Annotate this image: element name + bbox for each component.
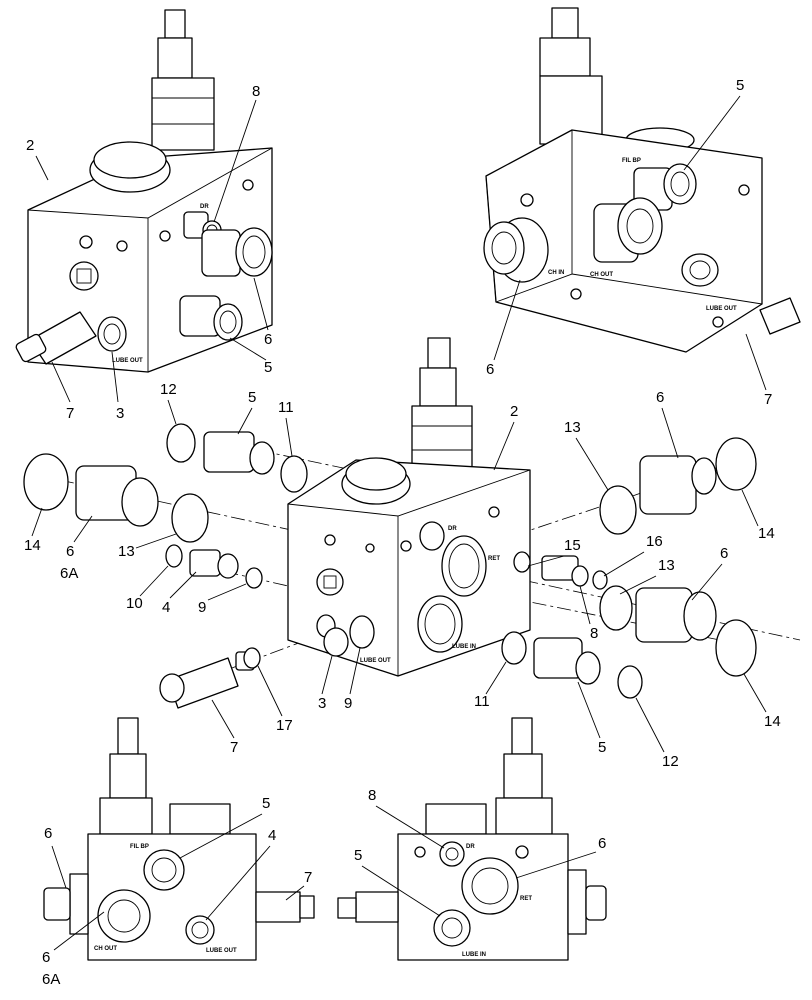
callout-7: 7 xyxy=(66,405,74,422)
callout-5-br: 5 xyxy=(354,847,362,864)
valve-block-top-left: DR LUBE OUT 8 2 6 5 7 3 xyxy=(15,9,273,422)
callout-6-tr: 6 xyxy=(486,361,494,378)
callout-4-bl: 4 xyxy=(268,827,276,844)
lube-out-stamp: LUBE OUT xyxy=(112,358,143,364)
callout-8-br: 8 xyxy=(368,787,376,804)
exploded-assembly: DR RET LUBE IN LUBE OUT xyxy=(23,337,801,770)
callout-6-mid-left: 6 xyxy=(66,543,74,560)
lube-out-stamp-bl: LUBE OUT xyxy=(206,948,237,954)
callout-2: 2 xyxy=(26,137,34,154)
ret-stamp-br: RET xyxy=(520,896,532,902)
valve-block-top-right: CH IN FIL BP CH OUT LUBE OUT 5 6 7 xyxy=(483,7,801,408)
callout-13-right-top: 13 xyxy=(564,419,581,436)
ch-out-stamp: CH OUT xyxy=(590,272,613,278)
callout-6-bl-top: 6 xyxy=(44,825,52,842)
callout-5-mid: 5 xyxy=(248,389,256,406)
lube-out-stamp-right: LUBE OUT xyxy=(706,306,737,312)
dr-stamp: DR xyxy=(200,204,209,210)
callout-2-mid: 2 xyxy=(510,403,518,420)
lube-in-stamp-br: LUBE IN xyxy=(462,952,486,958)
callout-10: 10 xyxy=(126,595,143,612)
fil-bp-stamp-bl: FIL BP xyxy=(130,844,149,850)
callout-9-mid: 9 xyxy=(344,695,352,712)
callout-5-mid-right: 5 xyxy=(598,739,606,756)
callout-6A-bl: 6A xyxy=(42,971,60,988)
callout-14-right-bottom: 14 xyxy=(764,713,781,730)
callout-6-br: 6 xyxy=(598,835,606,852)
callout-6-right-top: 6 xyxy=(656,389,664,406)
callout-5-tr: 5 xyxy=(736,77,744,94)
callout-3: 3 xyxy=(116,405,124,422)
lube-in-stamp: LUBE IN xyxy=(452,644,476,650)
callout-12-left: 12 xyxy=(160,381,177,398)
lube-out-stamp-mid: LUBE OUT xyxy=(360,658,391,664)
callout-6A-mid: 6A xyxy=(60,565,78,582)
callout-6-right-mid: 6 xyxy=(720,545,728,562)
callout-6: 6 xyxy=(264,331,272,348)
callout-8-mid: 8 xyxy=(590,625,598,642)
callout-14-right-top: 14 xyxy=(758,525,775,542)
valve-block-bottom-left: FIL BP CH OUT LUBE OUT 5 4 6 7 6 6A xyxy=(42,717,315,988)
callout-15: 15 xyxy=(564,537,581,554)
callout-3-mid: 3 xyxy=(318,695,326,712)
callout-13-left: 13 xyxy=(118,543,135,560)
callout-14-left: 14 xyxy=(24,537,41,554)
callout-9-left: 9 xyxy=(198,599,206,616)
dr-stamp-br: DR xyxy=(466,844,475,850)
ch-in-stamp: CH IN xyxy=(548,270,564,276)
valve-block-bottom-right: DR RET LUBE IN 8 5 6 xyxy=(337,717,607,961)
callout-8: 8 xyxy=(252,83,260,100)
callout-13-right-mid: 13 xyxy=(658,557,675,574)
callout-5-bl: 5 xyxy=(262,795,270,812)
callout-11-left: 11 xyxy=(278,399,294,416)
fil-bp-stamp: FIL BP xyxy=(622,158,641,164)
callout-12-right: 12 xyxy=(662,753,679,770)
callout-7-bl: 7 xyxy=(304,869,312,886)
callout-11-right: 11 xyxy=(474,693,490,710)
callout-6-bl: 6 xyxy=(42,949,50,966)
callout-7-mid: 7 xyxy=(230,739,238,756)
callout-4-mid: 4 xyxy=(162,599,170,616)
dr-stamp-mid: DR xyxy=(448,526,457,532)
ch-out-stamp-bl: CH OUT xyxy=(94,946,117,952)
callout-5: 5 xyxy=(264,359,272,376)
callout-16: 16 xyxy=(646,533,663,550)
callout-17: 17 xyxy=(276,717,293,734)
callout-7-tr: 7 xyxy=(764,391,772,408)
ret-stamp: RET xyxy=(488,556,500,562)
